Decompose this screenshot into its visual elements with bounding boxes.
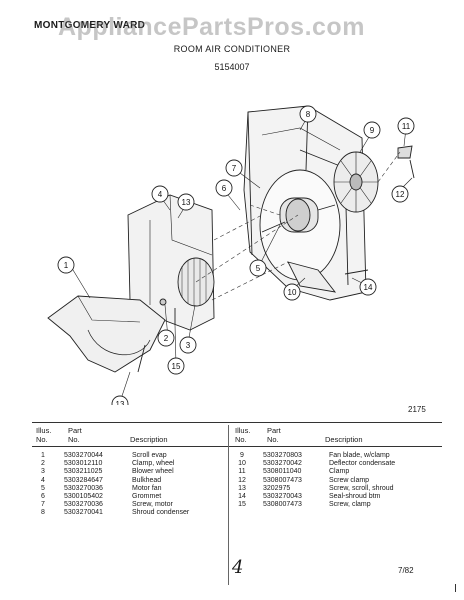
- callout-5: 5: [256, 264, 261, 273]
- right-illus-header: Illus.No.: [235, 426, 251, 444]
- left-illus-header: Illus.No.: [36, 426, 52, 444]
- right-description-header: Description: [325, 435, 363, 444]
- page-title: ROOM AIR CONDITIONER: [173, 44, 291, 54]
- table-top-rule: [32, 422, 442, 423]
- callout-9: 9: [370, 126, 375, 135]
- revision-date: 7/82: [398, 566, 414, 575]
- left-description-header: Description: [130, 435, 168, 444]
- fan-blade-drawing: [333, 151, 379, 213]
- callout-8: 8: [306, 110, 311, 119]
- corner-tick: [455, 584, 456, 592]
- brand-name: MONTGOMERY WARD: [34, 20, 146, 31]
- callout-4: 4: [158, 190, 163, 199]
- callout-3: 3: [186, 341, 191, 350]
- callout-11: 11: [402, 122, 411, 131]
- table-header-rule: [32, 446, 442, 447]
- callout-14: 14: [364, 283, 373, 292]
- scroll-evap-drawing: [47, 295, 166, 373]
- callout-15: 15: [172, 362, 181, 371]
- callout-1: 1: [64, 261, 69, 270]
- watermark: AppliancePartsPros.com: [58, 13, 365, 41]
- table-column-divider: [228, 425, 229, 585]
- callout-13-top: 13: [182, 198, 191, 207]
- drawing-number: 2175: [408, 405, 426, 414]
- callout-13-bottom: 13: [116, 400, 125, 405]
- callout-10: 10: [288, 288, 297, 297]
- exploded-parts-diagram: 1 2 3 4 5 6 7 8 9 10 11 12 13 13 14 15: [47, 105, 415, 405]
- model-number: 5154007: [214, 62, 250, 72]
- callout-6: 6: [222, 184, 227, 193]
- callout-7: 7: [232, 164, 237, 173]
- page-mark: 4: [232, 557, 244, 578]
- callout-2: 2: [164, 334, 169, 343]
- callout-12: 12: [396, 190, 405, 199]
